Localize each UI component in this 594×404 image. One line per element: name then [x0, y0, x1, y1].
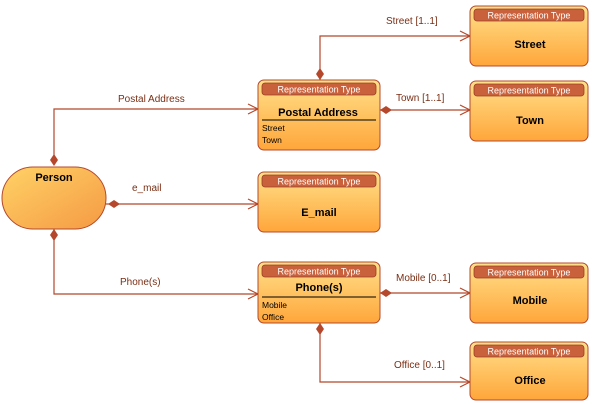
- node-postal-address[interactable]: Representation Type Postal Address Stree…: [257, 79, 381, 151]
- node-office-type: Representation Type: [488, 347, 571, 357]
- edge-postal-address-street[interactable]: [316, 30, 472, 80]
- node-email-type: Representation Type: [278, 177, 361, 187]
- node-postal-address-attr-town: Town: [262, 135, 282, 145]
- node-street-title: Street: [514, 39, 546, 51]
- edge-postal-address-town[interactable]: [380, 104, 472, 116]
- node-town[interactable]: Representation Type Town: [469, 80, 589, 142]
- edge-label-email: e_mail: [132, 183, 161, 194]
- node-office-title: Office: [514, 375, 545, 387]
- node-mobile-title: Mobile: [513, 295, 548, 307]
- edge-label-mobile: Mobile [0..1]: [396, 273, 451, 284]
- edge-label-office: Office [0..1]: [394, 360, 445, 371]
- edge-phones-mobile[interactable]: [380, 287, 472, 299]
- edge-label-street: Street [1..1]: [386, 16, 438, 27]
- node-postal-address-title: Postal Address: [278, 107, 358, 119]
- edge-phones-office[interactable]: [316, 323, 472, 388]
- edge-label-town: Town [1..1]: [396, 93, 445, 104]
- node-postal-address-type: Representation Type: [278, 85, 361, 95]
- node-town-type: Representation Type: [488, 86, 571, 96]
- node-town-title: Town: [516, 115, 544, 127]
- node-mobile-type: Representation Type: [488, 268, 571, 278]
- node-phones-attr-office: Office: [262, 312, 284, 322]
- edge-person-phones[interactable]: [50, 229, 260, 300]
- edge-label-phones: Phone(s): [120, 277, 161, 288]
- node-mobile[interactable]: Representation Type Mobile: [469, 262, 589, 324]
- node-phones-type: Representation Type: [278, 267, 361, 277]
- node-phones[interactable]: Representation Type Phone(s) Mobile Offi…: [257, 261, 381, 324]
- node-email-title: E_mail: [301, 207, 336, 219]
- node-phones-attr-mobile: Mobile: [262, 300, 287, 310]
- edge-label-postal-address: Postal Address: [118, 94, 185, 105]
- node-street[interactable]: Representation Type Street: [469, 5, 589, 67]
- edge-person-postal-address[interactable]: [50, 103, 260, 166]
- node-person-label: Person: [35, 172, 73, 184]
- node-street-type: Representation Type: [488, 11, 571, 21]
- node-phones-title: Phone(s): [295, 282, 342, 294]
- node-person[interactable]: Person: [1, 166, 107, 230]
- node-email[interactable]: Representation Type E_mail: [257, 171, 381, 233]
- node-postal-address-attr-street: Street: [262, 123, 285, 133]
- edge-person-email[interactable]: [106, 198, 260, 210]
- node-office[interactable]: Representation Type Office: [469, 341, 589, 401]
